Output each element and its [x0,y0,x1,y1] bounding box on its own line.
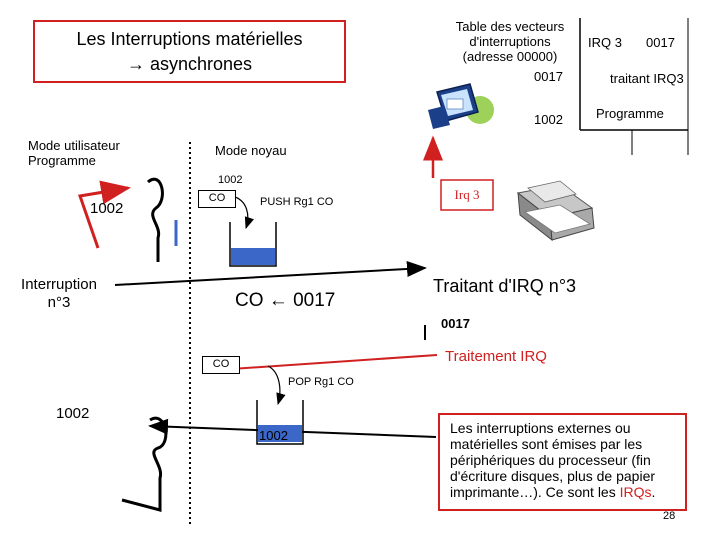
return-red-line [201,354,438,372]
handler-address: 0017 [441,316,470,331]
irq3-label: Irq 3 [454,187,480,202]
info-highlight: IRQs [619,484,652,500]
title-arrow: → [126,53,145,74]
program-squiggle-top [147,177,164,262]
info-box: Les interruptions externes ou matérielle… [438,413,687,511]
info-text: Les interruptions externes ou matérielle… [450,420,656,500]
pop-stack-value: 1002 [259,428,288,443]
program-flow-arrow-top [78,180,131,249]
interruption-label: Interruption n°3 [21,276,97,311]
push-co-box: CO [198,190,236,208]
kernel-mode-label: Mode noyau [215,143,287,158]
irq-program: Programme [596,106,664,121]
printer-icon [516,180,595,242]
title-line2: asynchrones [149,53,253,74]
irq-label: IRQ 3 [588,35,622,50]
title-box: Les Interruptions matérielles → asynchro… [33,20,346,83]
push-address: 1002 [218,174,243,186]
push-instruction: PUSH Rg1 CO [260,196,334,208]
vector-address: 1002 [534,112,563,127]
title-line1: Les Interruptions matérielles [76,28,303,49]
left-address-bottom: 1002 [56,405,90,422]
vector-table-label: Table des vecteurs d'interruptions (adre… [455,19,565,64]
irq-handler: traitant IRQ3 [610,71,684,86]
vector-entry-value: 0017 [534,69,563,84]
irq-value: 0017 [646,35,675,50]
irq3-box [440,179,494,211]
handler-title: Traitant d'IRQ n°3 [433,276,577,296]
left-address-top: 1002 [90,200,124,217]
push-stack [229,222,277,267]
co-assign: CO ← 0017 [235,290,336,311]
pop-stack [256,400,304,445]
computer-icon [428,83,494,129]
program-squiggle-bottom [121,416,168,512]
user-mode-label: Mode utilisateur Programme [28,138,120,168]
info-end: . [651,484,656,500]
pop-co-box: CO [202,356,240,374]
pop-instruction: POP Rg1 CO [288,376,354,388]
interrupt-arrow [114,260,427,286]
handler-body: Traitement IRQ [445,348,547,365]
page-number: 28 [663,510,676,522]
